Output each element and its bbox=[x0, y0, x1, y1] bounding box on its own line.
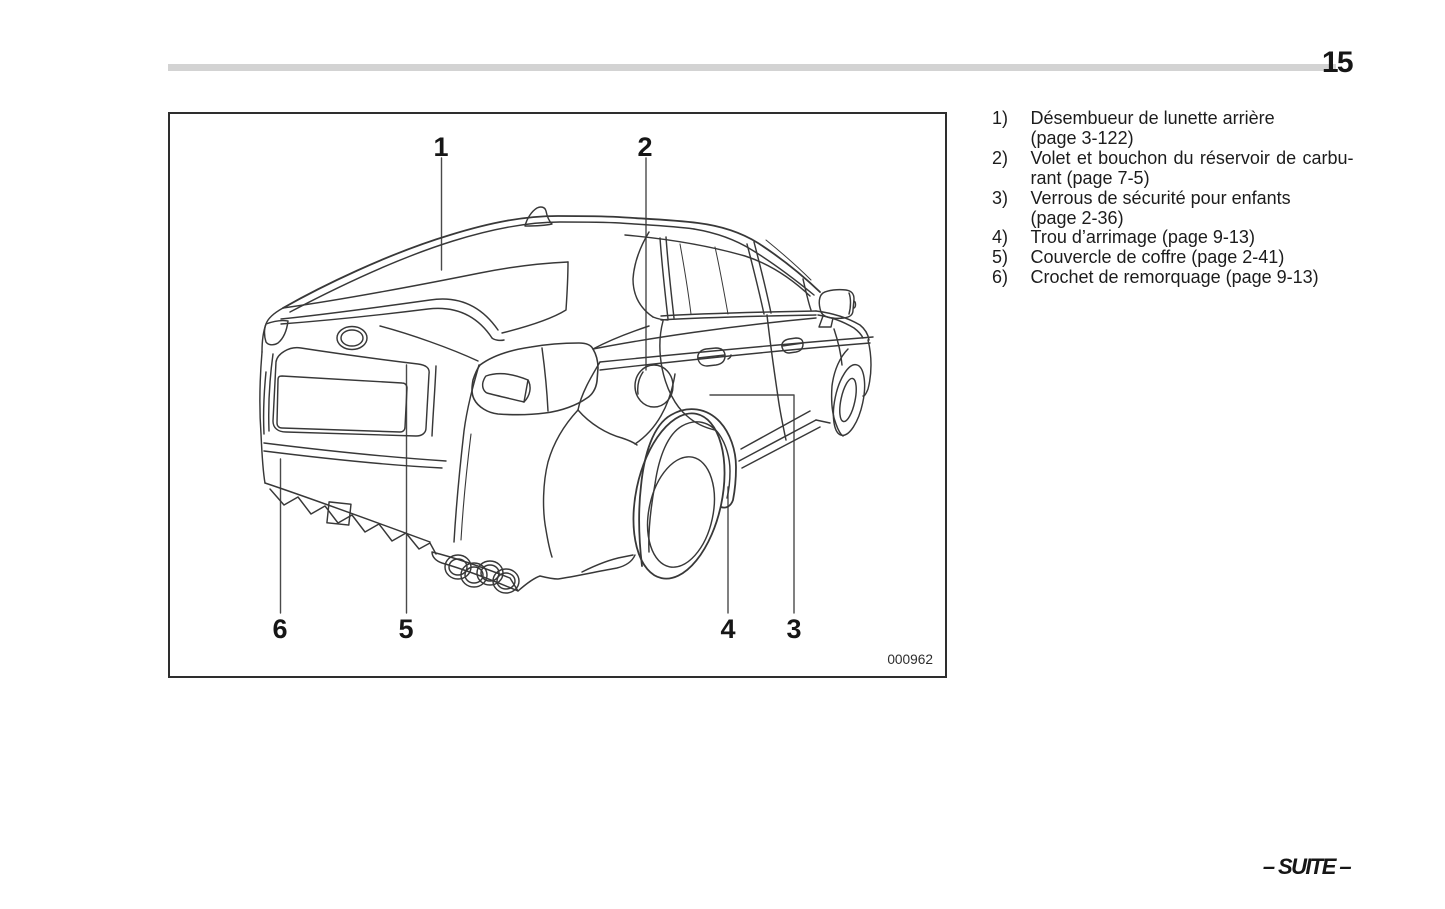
svg-text:1: 1 bbox=[433, 132, 448, 162]
svg-text:000962: 000962 bbox=[887, 652, 933, 667]
svg-text:4: 4 bbox=[720, 614, 735, 644]
svg-text:2: 2 bbox=[637, 132, 652, 162]
svg-text:3: 3 bbox=[786, 614, 801, 644]
svg-text:6: 6 bbox=[272, 614, 287, 644]
svg-text:5: 5 bbox=[398, 614, 413, 644]
